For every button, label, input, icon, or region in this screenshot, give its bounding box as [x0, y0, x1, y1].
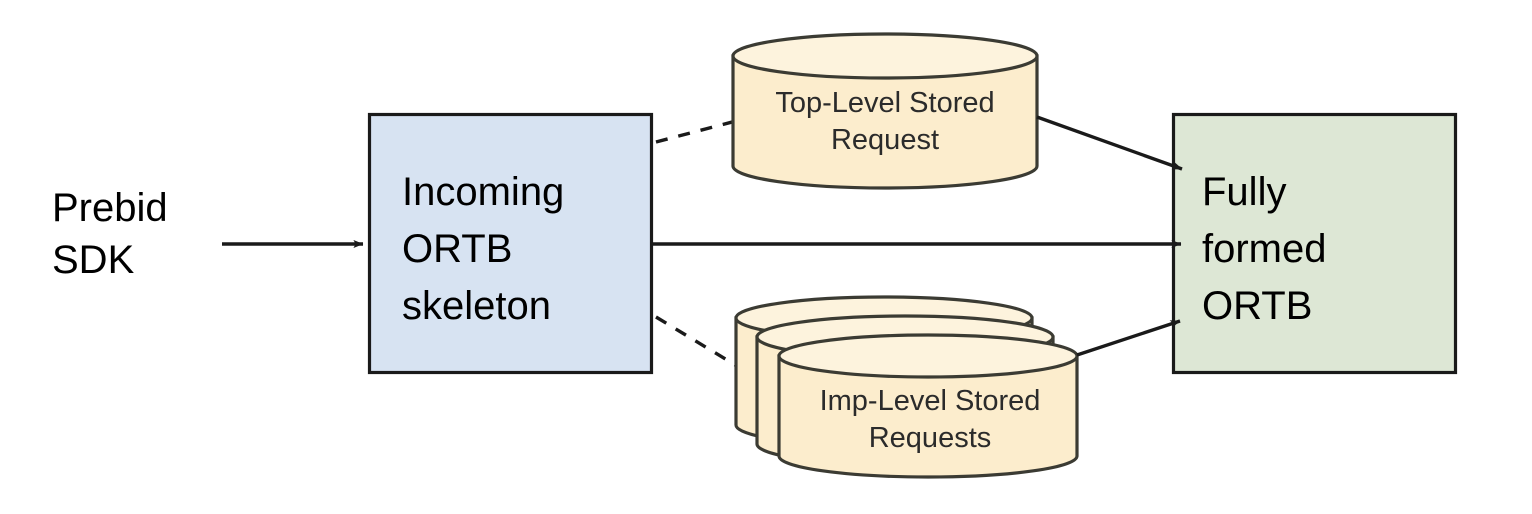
- cylinder-front: [777, 333, 1079, 479]
- edge-imp-level-to-result: [1076, 319, 1181, 357]
- edge-incoming-to-imp-level: [655, 315, 738, 368]
- edge-top-level-to-result: [1036, 115, 1183, 171]
- incoming-ortb-skeleton-box[interactable]: [367, 112, 654, 375]
- top-level-stored-request-cylinder[interactable]: [731, 32, 1039, 190]
- fully-formed-ortb-box[interactable]: [1171, 112, 1458, 375]
- edge-incoming-to-top-level: [655, 119, 737, 144]
- imp-level-stored-requests-cylinder-stack[interactable]: [734, 295, 1079, 479]
